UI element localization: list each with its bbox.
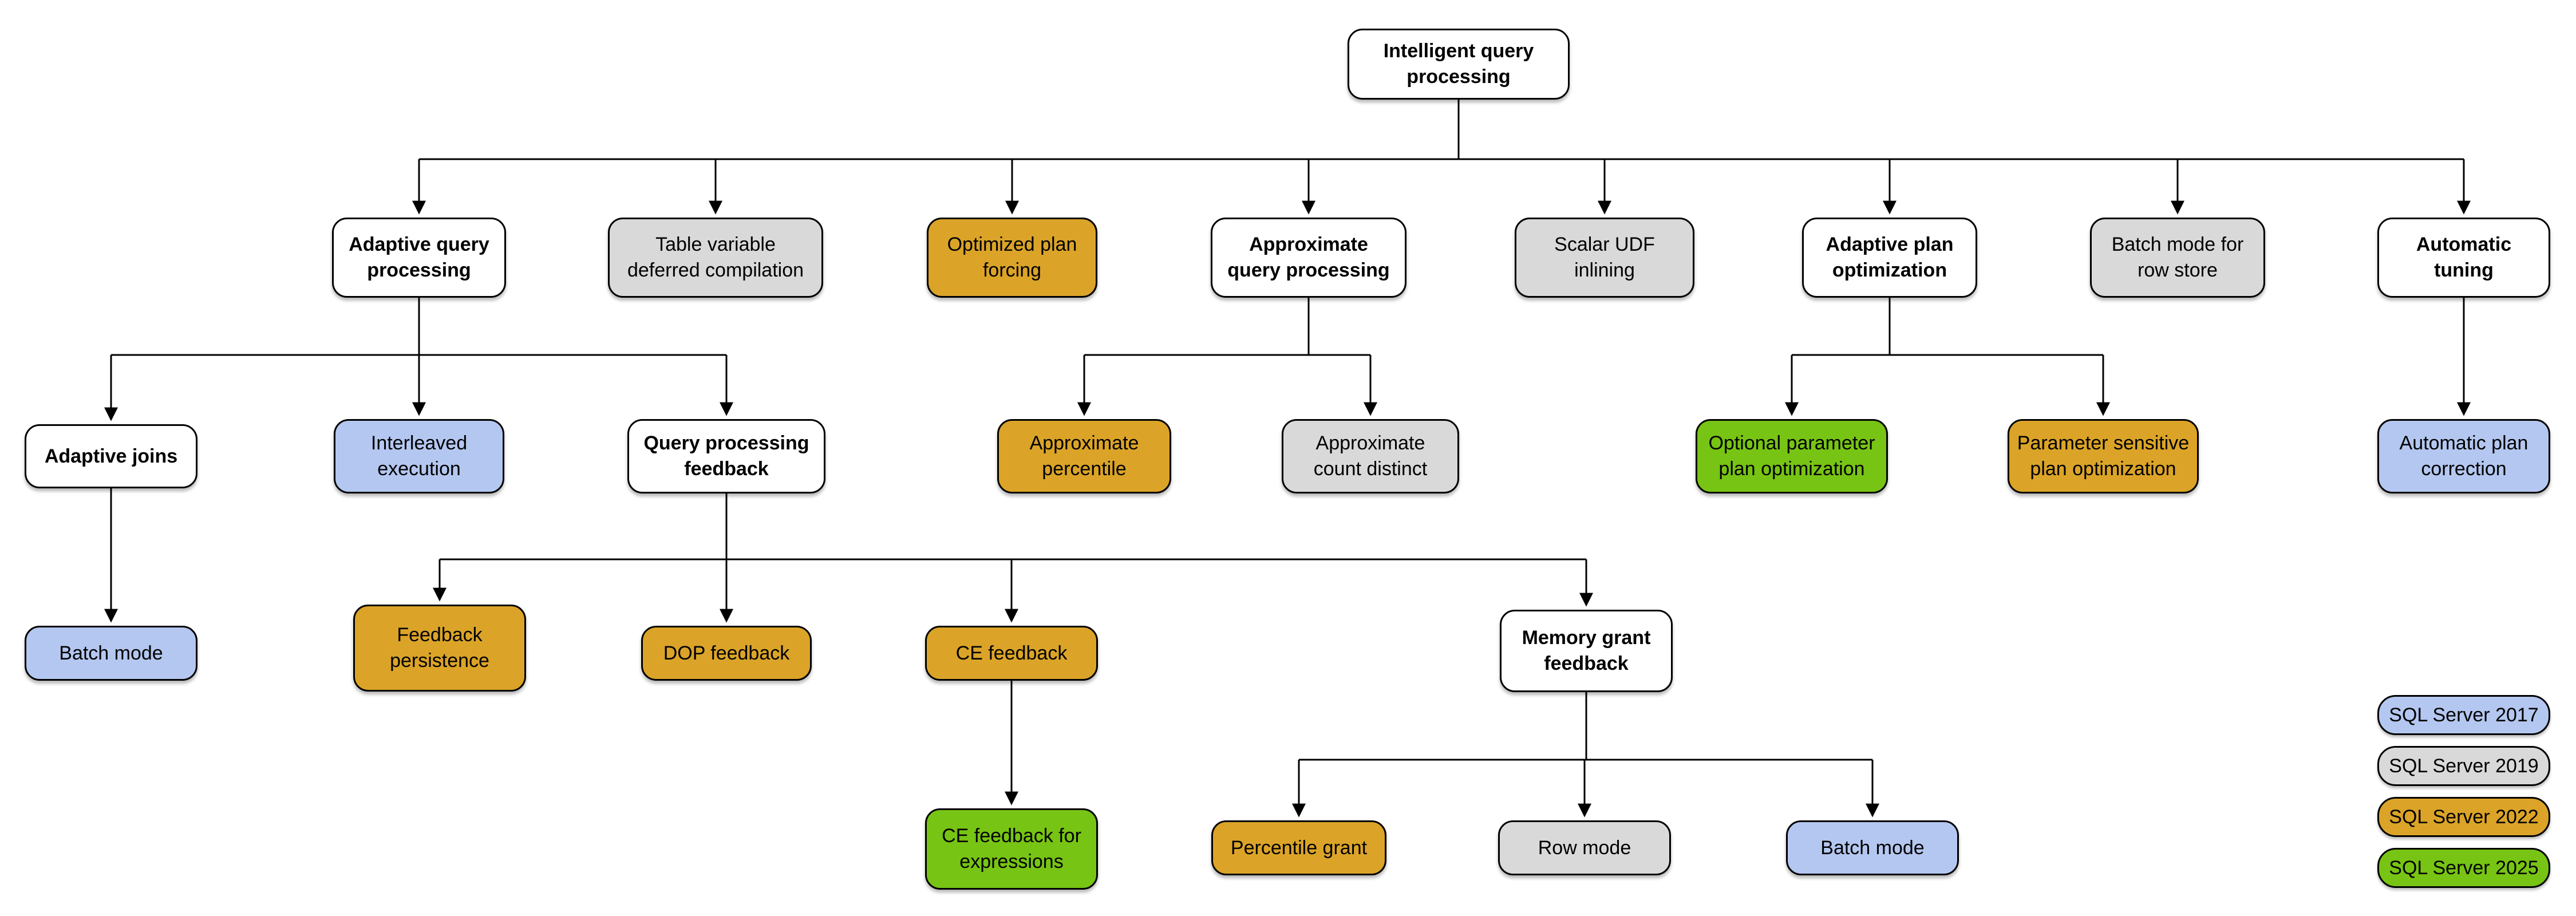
node-adaptive-joins: Adaptive joins	[25, 424, 197, 488]
node-approximate-percentile: Approximate percentile	[997, 419, 1171, 493]
legend-sql-server-2019: SQL Server 2019	[2377, 746, 2550, 786]
node-ce-feedback-for-expressions: CE feedback for expressions	[925, 808, 1098, 890]
legend-sql-server-2022: SQL Server 2022	[2377, 797, 2550, 837]
node-percentile-grant: Percentile grant	[1211, 820, 1386, 875]
node-table-variable-deferred-compilation: Table variable deferred compilation	[608, 218, 823, 298]
node-optional-parameter-plan-optimization: Optional parameter plan optimization	[1696, 419, 1888, 493]
node-optimized-plan-forcing: Optimized plan forcing	[927, 218, 1097, 298]
node-ce-feedback: CE feedback	[925, 626, 1098, 681]
node-memory-grant-feedback: Memory grant feedback	[1500, 610, 1673, 692]
node-batch-mode-adaptive-joins: Batch mode	[25, 626, 197, 681]
node-interleaved-execution: Interleaved execution	[334, 419, 504, 493]
node-adaptive-plan-optimization: Adaptive plan optimization	[1802, 218, 1977, 298]
node-batch-mode-for-row-store: Batch mode for row store	[2090, 218, 2265, 298]
node-dop-feedback: DOP feedback	[641, 626, 812, 681]
node-approximate-query-processing: Approximate query processing	[1211, 218, 1406, 298]
node-parameter-sensitive-plan-optimization: Parameter sensitive plan optimization	[2008, 419, 2199, 493]
node-adaptive-query-processing: Adaptive query processing	[332, 218, 506, 298]
node-row-mode: Row mode	[1498, 820, 1671, 875]
node-intelligent-query-processing: Intelligent query processing	[1348, 29, 1570, 100]
node-scalar-udf-inlining: Scalar UDF inlining	[1515, 218, 1694, 298]
node-automatic-tuning: Automatic tuning	[2377, 218, 2550, 298]
node-query-processing-feedback: Query processing feedback	[627, 419, 825, 493]
node-approximate-count-distinct: Approximate count distinct	[1282, 419, 1459, 493]
legend-sql-server-2017: SQL Server 2017	[2377, 695, 2550, 735]
node-batch-mode-memory-grant: Batch mode	[1786, 820, 1959, 875]
legend-sql-server-2025: SQL Server 2025	[2377, 848, 2550, 888]
node-feedback-persistence: Feedback persistence	[353, 605, 526, 692]
node-automatic-plan-correction: Automatic plan correction	[2377, 419, 2550, 493]
